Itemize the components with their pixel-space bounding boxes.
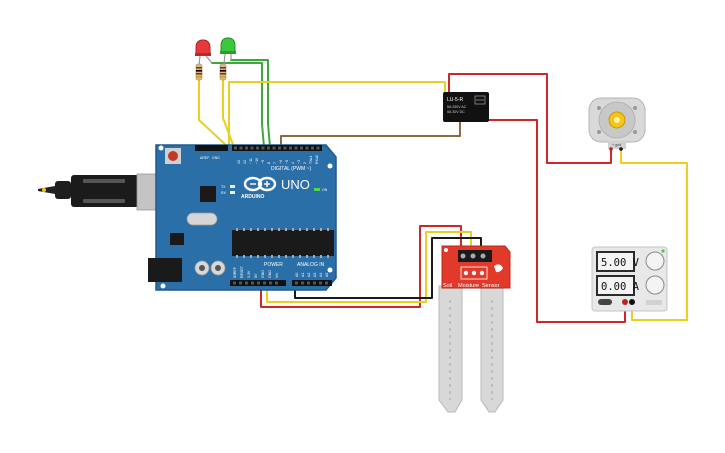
digital-pin-label: 8 [267, 162, 271, 164]
arduino-logo-icon [243, 176, 277, 192]
analog-pin-label: A4 [319, 273, 323, 277]
power-supply[interactable]: 5.00 V 0.00 A [591, 246, 668, 312]
arduino-brand-text: ARDUINO [241, 194, 264, 200]
power-pin-label: GND [261, 270, 265, 278]
digital-pin-label: ~10 [255, 158, 259, 164]
rx-label: RX [221, 191, 227, 195]
digital-pin-label: ~11 [249, 158, 253, 164]
wire-yellow-sensor-signal[interactable] [266, 231, 472, 303]
negative-terminal[interactable] [629, 299, 635, 305]
soil-moisture-sensor[interactable]: Soil Moisture Sensor [438, 245, 511, 413]
wire-red-led-to-pin[interactable] [198, 79, 229, 148]
power-label: POWER [264, 262, 283, 268]
wires [198, 59, 688, 323]
digital-header [232, 145, 322, 151]
relay-line2: 5A 250V AC [447, 105, 467, 109]
wire-brown-to-relay[interactable] [280, 119, 461, 148]
motor-terminal-label: + gnd [612, 143, 621, 147]
digital-pin-label: 7 [273, 162, 277, 164]
current-knob[interactable] [645, 275, 665, 295]
voltage-display: 5.00 V [601, 257, 640, 269]
led-red[interactable] [195, 39, 213, 67]
power-pin-label: GND [268, 270, 272, 278]
sensor-logo-icon [494, 264, 503, 273]
power-switch[interactable] [598, 299, 612, 305]
voltage-regulator [170, 233, 184, 245]
relay-line1: LU-5-R [447, 97, 464, 103]
positive-terminal[interactable] [622, 299, 628, 305]
relay[interactable]: LU-5-R 5A 250V AC 5A 30V DC [443, 92, 489, 122]
digital-label: DIGITAL (PWM ~) [271, 166, 311, 172]
analog-pin-label: A0 [295, 273, 299, 277]
sensor-label-soil: Soil [443, 283, 452, 289]
usb-cable[interactable] [38, 173, 169, 211]
atmega-chip [232, 230, 334, 256]
sensor-label-sensor: Sensor [482, 283, 500, 289]
power-pin-label: 5V [254, 273, 258, 278]
wire-yellow-motor-supply[interactable] [620, 149, 688, 321]
digital-pin-label: 13 [237, 160, 241, 164]
current-display: 0.00 A [601, 281, 640, 293]
wire-red-sensor-power[interactable] [260, 225, 462, 308]
power-pin-label: IOREF [233, 266, 237, 278]
gnd-label: GND [212, 156, 220, 160]
dc-barrel-jack[interactable] [148, 258, 182, 282]
wire-green-led-to-pin[interactable] [222, 79, 235, 148]
digital-pin-label: ~3 [297, 160, 301, 164]
resistor-green-led[interactable] [219, 63, 227, 81]
wire-green-led-signal[interactable] [211, 62, 265, 148]
digital-pin-label: ~9 [261, 160, 265, 164]
wire-red-relay-supply[interactable] [469, 119, 626, 323]
analog-header [292, 280, 332, 286]
analog-pin-label: A1 [301, 273, 305, 277]
led-green[interactable] [220, 37, 236, 65]
digital-pin-label: 2 [303, 162, 307, 164]
sensor-label-moisture: Moisture [458, 283, 479, 289]
digital-pin-label: ~5 [285, 160, 289, 164]
dc-motor[interactable]: + gnd [588, 97, 646, 151]
digital-pin-label: ~6 [279, 160, 283, 164]
analog-label: ANALOG IN [297, 262, 325, 268]
digital-pin-label: 12 [243, 160, 247, 164]
resistor-red-led[interactable] [195, 63, 203, 81]
arduino-uno-board[interactable]: AREF GND DIGITAL (PWM ~) ARDUINO UNO ON … [38, 144, 337, 291]
digital-pin-label: 4 [291, 162, 295, 164]
digital-pin-label: RX◂0 [315, 155, 319, 164]
usb-chip [200, 186, 216, 202]
wire-green-led-signal-2[interactable] [230, 59, 271, 148]
aref-label: AREF [200, 156, 209, 160]
wire-black-sensor-gnd[interactable] [294, 237, 482, 299]
tx-label: TX [221, 185, 226, 189]
analog-pin-label: A2 [307, 273, 311, 277]
wire-yellow-to-relay[interactable] [228, 81, 446, 148]
digital-pin-holes [234, 146, 320, 150]
on-label: ON [322, 188, 328, 192]
power-pin-label: Vin [275, 273, 279, 278]
analog-pin-label: A3 [313, 273, 317, 277]
digital-pin-label: TX▸1 [309, 156, 313, 164]
analog-pin-label: A5 [325, 273, 329, 277]
power-pin-label: 3.3V [247, 270, 251, 278]
relay-line3: 5A 30V DC [447, 110, 465, 114]
power-pin-label: RESET [240, 265, 244, 278]
uno-model-text: UNO [281, 177, 310, 192]
crystal-oscillator [186, 212, 218, 226]
wire-red-relay-motor[interactable] [448, 73, 612, 164]
voltage-knob[interactable] [645, 251, 665, 271]
